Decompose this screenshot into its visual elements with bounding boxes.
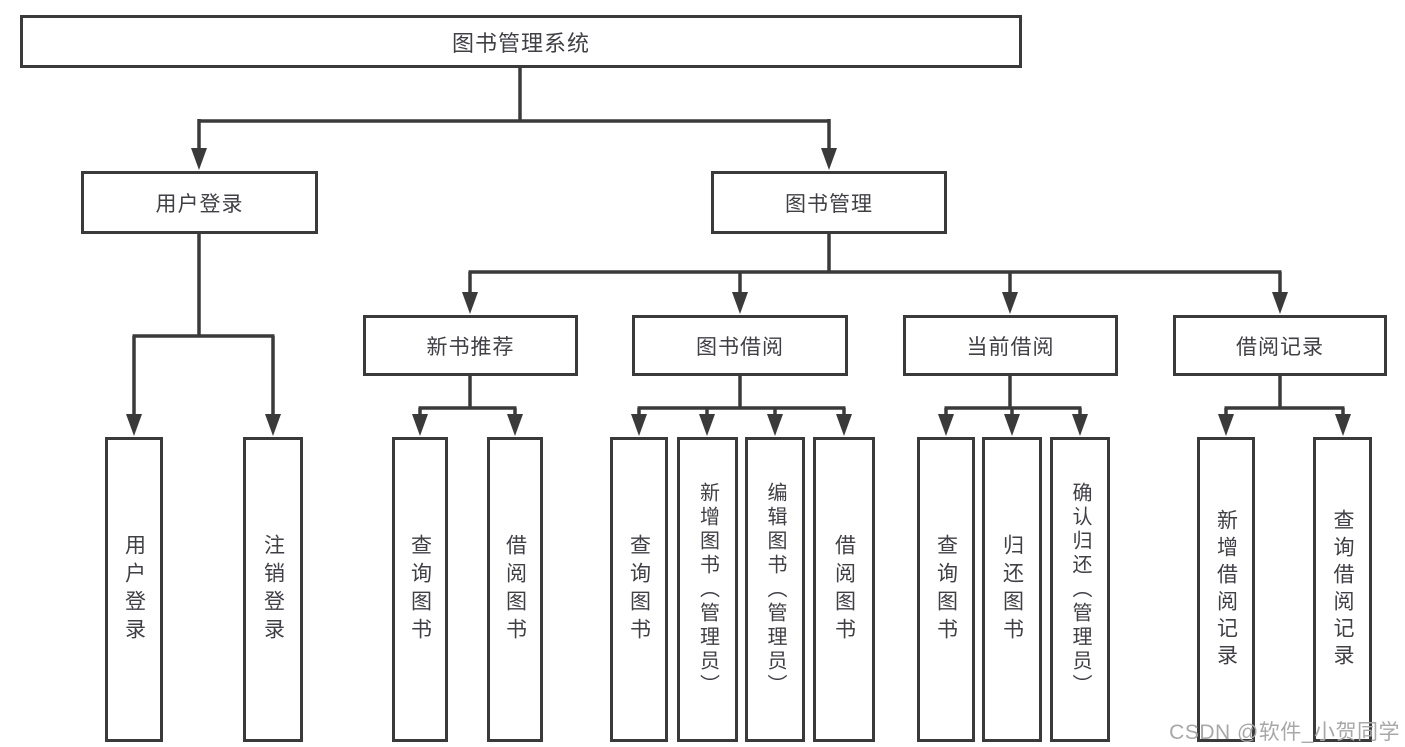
node-label: 编辑图书（管理员）: [764, 481, 786, 698]
watermark-text: CSDN @软件_小贺同学: [1169, 721, 1400, 744]
node-user-login: 用户登录: [81, 171, 318, 234]
node-new-book-recommendation: 新书推荐: [363, 315, 578, 376]
node-label: 查询图书: [627, 533, 651, 646]
leaf-br-query-record: 查询借阅记录: [1313, 437, 1372, 742]
leaf-logout-login: 注销登录: [243, 437, 303, 742]
node-book-management: 图书管理: [711, 171, 947, 234]
leaf-bb-borrow-books: 借阅图书: [813, 437, 875, 742]
node-label: 当前借阅: [966, 335, 1055, 359]
node-label: 图书管理系统: [451, 30, 590, 56]
leaf-nbr-query-books: 查询图书: [392, 437, 448, 742]
node-label: 查询图书: [934, 533, 958, 646]
node-label: 图书管理: [785, 192, 873, 216]
leaf-user-login: 用户登录: [105, 437, 163, 742]
node-current-borrowing: 当前借阅: [903, 315, 1118, 376]
node-label: 图书借阅: [696, 335, 784, 359]
leaf-nbr-borrow-books: 借阅图书: [487, 437, 543, 742]
node-label: 查询图书: [408, 533, 432, 646]
leaf-cb-confirm-return-admin: 确认归还（管理员）: [1050, 437, 1110, 742]
leaf-bb-add-books-admin: 新增图书（管理员）: [677, 437, 738, 742]
node-label: 新增借阅记录: [1214, 508, 1238, 671]
leaf-cb-return-books: 归还图书: [982, 437, 1042, 742]
leaf-cb-query-books: 查询图书: [917, 437, 975, 742]
node-label: 借阅记录: [1236, 335, 1324, 359]
node-label: 新书推荐: [426, 335, 515, 359]
node-label: 用户登录: [155, 192, 244, 216]
leaf-bb-query-books: 查询图书: [610, 437, 668, 742]
node-label: 确认归还（管理员）: [1069, 481, 1091, 698]
leaf-bb-edit-books-admin: 编辑图书（管理员）: [745, 437, 805, 742]
node-label: 查询借阅记录: [1331, 508, 1354, 671]
node-label: 新增图书（管理员）: [696, 481, 719, 698]
node-label: 借阅图书: [503, 533, 527, 646]
node-label: 借阅图书: [832, 533, 856, 646]
node-label: 注销登录: [261, 533, 285, 646]
node-borrowing-records: 借阅记录: [1173, 315, 1387, 376]
arrowheads: [126, 148, 1351, 436]
node-root: 图书管理系统: [20, 15, 1022, 68]
node-book-borrowing: 图书借阅: [632, 315, 848, 376]
node-label: 归还图书: [1000, 533, 1024, 646]
node-label: 用户登录: [122, 533, 146, 646]
leaf-br-add-record: 新增借阅记录: [1197, 437, 1255, 742]
